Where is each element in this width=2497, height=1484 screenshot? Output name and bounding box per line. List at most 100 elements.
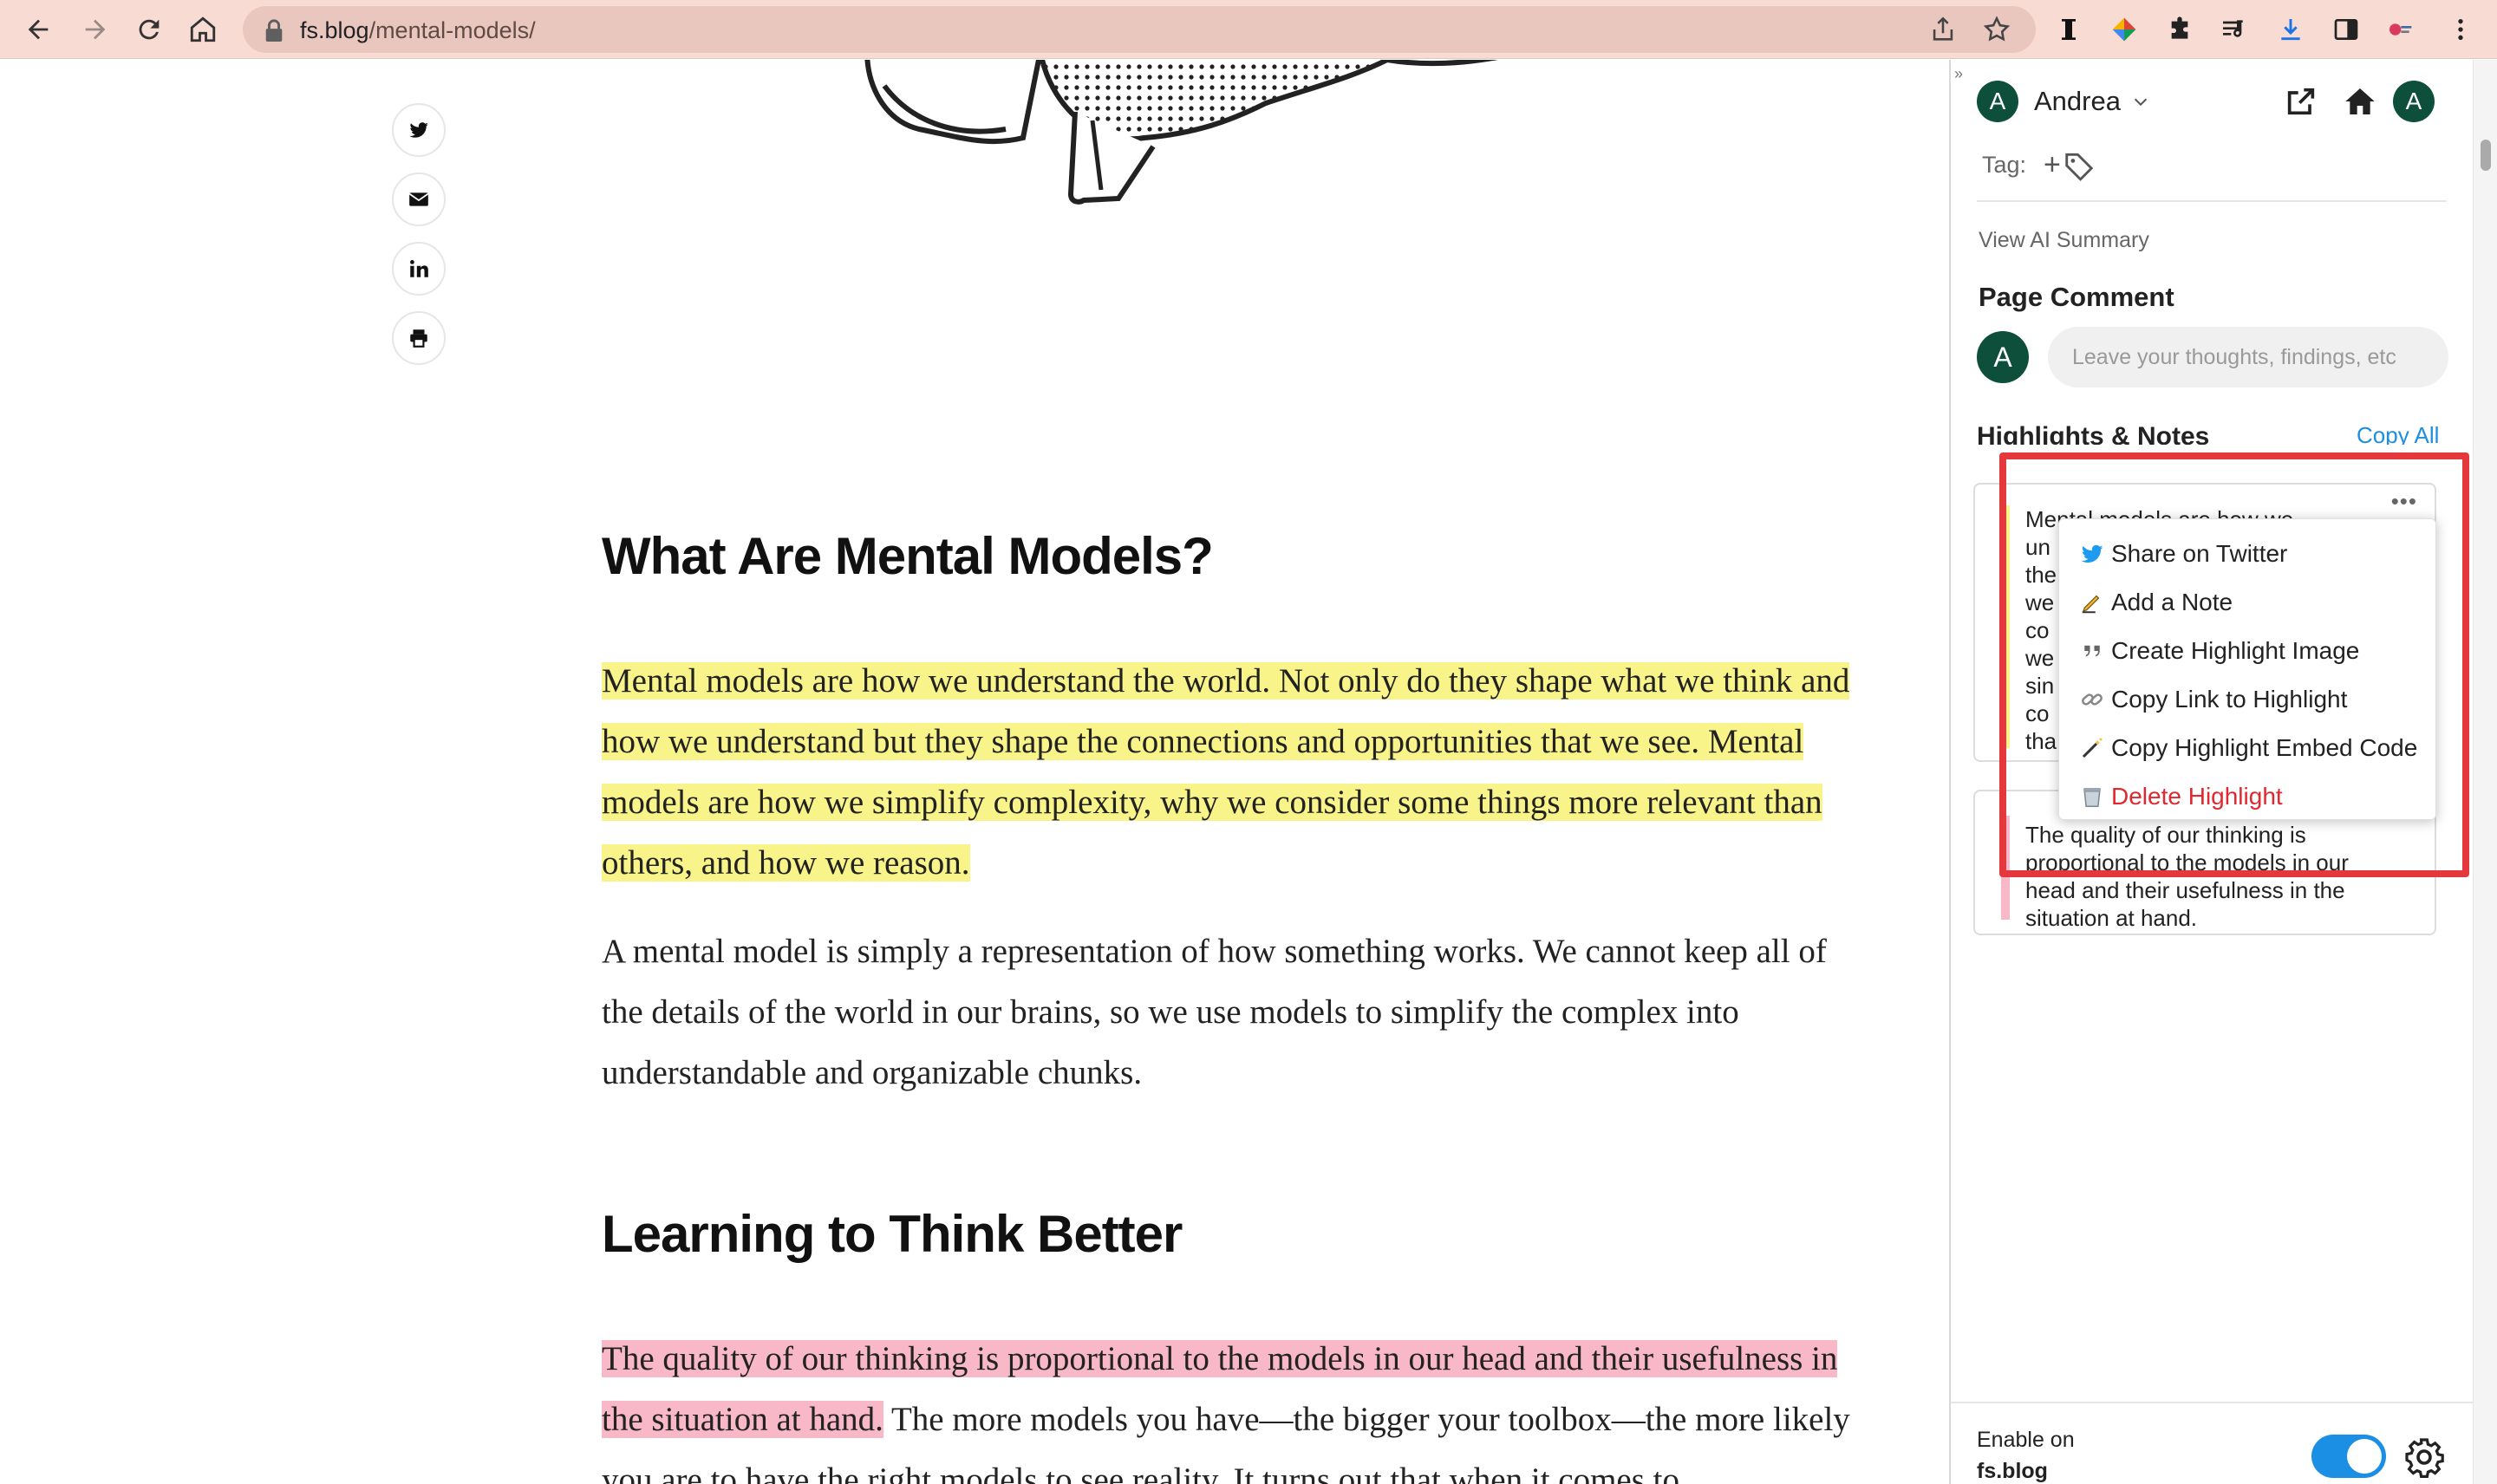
card-line: proportional to the models in our [2025, 849, 2349, 875]
share-email-button[interactable] [392, 172, 446, 226]
brain-illustration [864, 60, 1498, 205]
home-icon [2345, 88, 2375, 114]
tag-label: Tag: [1982, 152, 2027, 178]
forward-button[interactable] [73, 7, 118, 52]
home-outline-icon [190, 16, 216, 42]
twitter-bird-icon [2078, 540, 2106, 568]
bookmark-star-icon[interactable] [1982, 15, 2011, 44]
more-options-icon[interactable]: ••• [2390, 488, 2417, 514]
back-arrow-icon [28, 19, 49, 40]
user-switcher[interactable]: A Andrea [1977, 81, 2150, 122]
account-button[interactable]: A [2393, 81, 2435, 122]
divider [1977, 200, 2447, 202]
quote-icon [2078, 637, 2106, 665]
linkedin-icon [410, 260, 428, 277]
card-line: co [2025, 617, 2050, 643]
article-paragraph: A mental model is simply a representatio… [602, 933, 1827, 1091]
section-heading: Learning to Think Better [602, 1205, 1183, 1263]
user-name: Andrea [2034, 86, 2121, 116]
panel-scrollbar[interactable] [2473, 60, 2497, 1484]
highlight-color-bar [2001, 816, 2010, 920]
create-highlight-image-item[interactable]: Create Highlight Image [2059, 627, 2435, 675]
share-linkedin-button[interactable] [392, 242, 446, 296]
url-path: /mental-models/ [368, 17, 536, 43]
share-on-twitter-item[interactable]: Share on Twitter [2059, 530, 2435, 578]
highlight-card-text: The quality of our thinking is proportio… [2025, 821, 2414, 932]
print-icon [410, 329, 427, 348]
card-line: situation at hand. [2025, 905, 2198, 931]
url-domain: fs.blog [300, 17, 369, 43]
menu-item-label: Share on Twitter [2111, 540, 2288, 567]
reading-list-icon[interactable] [2216, 12, 2251, 47]
lock-icon [265, 19, 283, 42]
card-line: sin [2025, 673, 2055, 699]
side-panel-icon[interactable] [2329, 12, 2363, 47]
enable-site-text: fs.blog [1977, 1459, 2048, 1483]
browser-toolbar: fs.blog/mental-models/ [0, 0, 2497, 59]
menu-item-label: Copy Link to Highlight [2111, 686, 2348, 713]
account-avatar: A [2393, 81, 2435, 122]
card-line: we [2025, 645, 2055, 671]
page-comment-input[interactable] [2048, 327, 2448, 387]
chevron-down-icon [2134, 98, 2148, 107]
instapaper-extension-icon[interactable] [2051, 12, 2086, 47]
yellow-highlight[interactable]: Mental models are how we understand the … [602, 662, 1850, 882]
commenter-avatar: A [1977, 331, 2029, 383]
card-line: we [2025, 589, 2055, 615]
card-line: tha [2025, 728, 2057, 754]
share-twitter-button[interactable] [392, 103, 446, 157]
menu-item-label: Create Highlight Image [2111, 637, 2360, 664]
section-heading: What Are Mental Models? [602, 527, 1214, 585]
page-comment-title: Page Comment [1979, 282, 2174, 312]
toggle-knob [2347, 1439, 2382, 1474]
enable-site-toggle[interactable] [2311, 1435, 2386, 1478]
tag-icon[interactable] [2063, 149, 2096, 182]
home-button[interactable] [2339, 81, 2381, 122]
forward-arrow-icon [85, 19, 106, 40]
share-page-icon[interactable] [1928, 15, 1958, 44]
card-line: co [2025, 700, 2050, 726]
card-line: head and their usefulness in the [2025, 877, 2345, 903]
copy-link-to-highlight-item[interactable]: Copy Link to Highlight [2059, 675, 2435, 724]
print-button[interactable] [392, 311, 446, 365]
email-icon [408, 192, 429, 206]
reload-icon [139, 19, 160, 40]
home-button[interactable] [180, 7, 225, 52]
trash-icon [2078, 783, 2106, 810]
copy-all-link[interactable]: Copy All [2357, 422, 2440, 445]
card-line: un [2025, 534, 2050, 560]
export-button[interactable] [2280, 81, 2322, 122]
menu-item-label: Delete Highlight [2111, 783, 2283, 810]
page-comment-row: A [1977, 327, 2448, 387]
enable-on-text: Enable on [1977, 1428, 2075, 1452]
copy-highlight-embed-code-item[interactable]: Copy Highlight Embed Code [2059, 724, 2435, 772]
download-icon[interactable] [2273, 12, 2308, 47]
highlights-notes-title: Highlights & Notes [1977, 422, 2210, 445]
article-paragraph: Mental models are how we understand the … [602, 651, 1859, 894]
gear-icon[interactable] [2403, 1436, 2445, 1478]
menu-item-label: Copy Highlight Embed Code [2111, 734, 2418, 761]
profile-avatar-icon[interactable] [2383, 12, 2417, 47]
tag-row: Tag: + [1982, 148, 2096, 182]
address-bar[interactable]: fs.blog/mental-models/ [243, 6, 2036, 53]
back-button[interactable] [16, 7, 61, 52]
card-line: the [2025, 562, 2057, 588]
reload-button[interactable] [127, 7, 172, 52]
highlight-color-bar [2001, 505, 2010, 748]
add-a-note-item[interactable]: Add a Note [2059, 578, 2435, 627]
highlight-context-menu: Share on Twitter Add a Note Create Highl… [2058, 518, 2436, 820]
panel-footer: Enable on fs.blog [1951, 1402, 2474, 1484]
add-tag-button[interactable]: + [2044, 148, 2061, 181]
magic-wand-icon [2078, 734, 2106, 762]
view-ai-summary-link[interactable]: View AI Summary [1979, 228, 2149, 252]
delete-highlight-item[interactable]: Delete Highlight [2059, 772, 2435, 821]
browser-menu-icon[interactable] [2443, 12, 2478, 47]
paragraph-text: The more models you have—the bigger your… [602, 1401, 1850, 1484]
extensions-puzzle-icon[interactable] [2162, 12, 2197, 47]
menu-item-label: Add a Note [2111, 589, 2233, 615]
collapse-panel-icon[interactable]: » [1954, 65, 1964, 82]
colorful-extension-icon[interactable] [2107, 12, 2142, 47]
url-text: fs.blog/mental-models/ [300, 17, 536, 44]
scrollbar-thumb[interactable] [2481, 140, 2491, 171]
share-buttons-column [392, 103, 446, 381]
